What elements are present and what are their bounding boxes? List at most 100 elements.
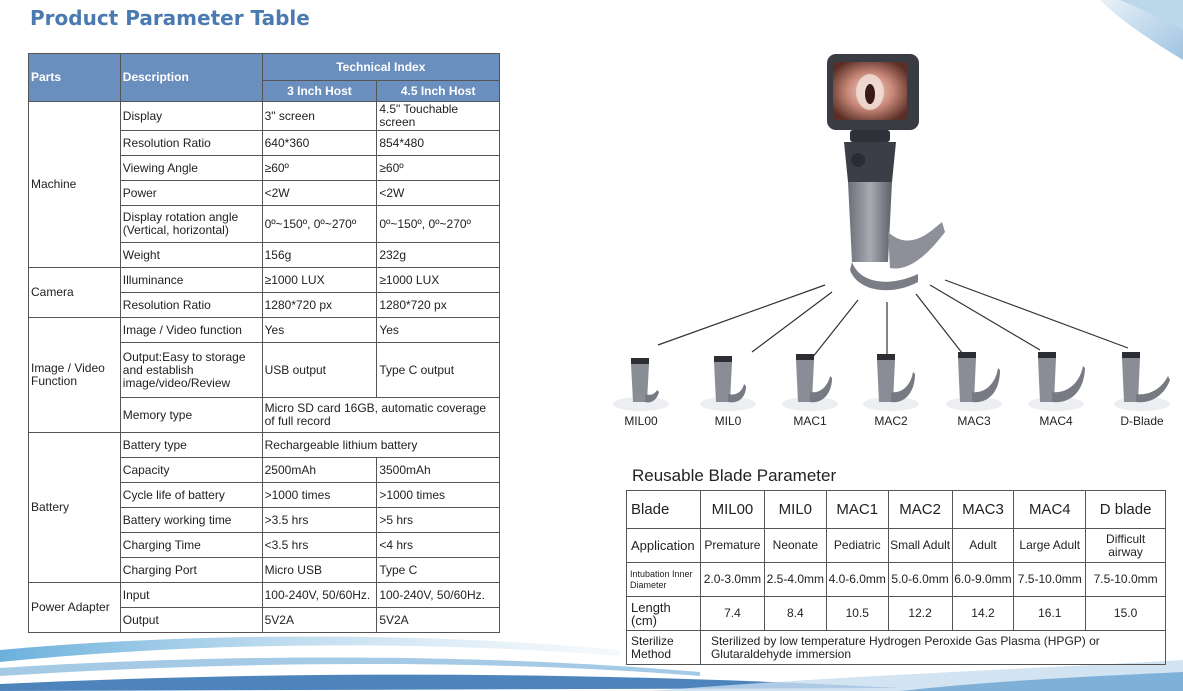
row-value-3in: 100-240V, 50/60Hz. (261, 582, 378, 608)
row-value-3in: >3.5 hrs (261, 507, 378, 533)
blade-item: MIL00 (610, 350, 672, 428)
diameter-value: 2.5-4.0mm (763, 562, 827, 597)
length-value: 7.4 (699, 596, 765, 631)
row-value-3in: 3" screen (261, 101, 378, 131)
row-desc: Output (119, 607, 263, 633)
row-desc: Output:Easy to storage and establish ima… (119, 342, 263, 398)
row-value-45in: Yes (376, 317, 500, 343)
sterilize-label: Sterilize Method (626, 630, 701, 665)
row-value-45in: Type C output (376, 342, 500, 398)
blade-name: D blade (1085, 490, 1166, 529)
video-laryngoscope-image (827, 54, 945, 291)
blade-label: MIL0 (714, 414, 742, 428)
diameter-label: Intubation Inner Diameter (626, 562, 701, 597)
group-camera: Camera (28, 267, 121, 318)
diameter-value: 2.0-3.0mm (699, 562, 765, 597)
row-value-3in: Yes (261, 317, 378, 343)
row-value-3in: 2500mAh (261, 457, 378, 483)
length-value: 14.2 (951, 596, 1015, 631)
row-desc: Viewing Angle (119, 155, 263, 181)
blade-row: MIL00 MIL0 MAC1 MAC2 (606, 350, 1176, 435)
row-value-45in: 854*480 (376, 130, 500, 156)
row-value-3in: <2W (261, 180, 378, 206)
row-desc: Charging Port (119, 557, 263, 583)
diameter-value: 4.0-6.0mm (825, 562, 889, 597)
blade-item: MAC3 (943, 350, 1005, 428)
length-label: Length (cm) (626, 596, 701, 631)
row-value-45in: 4.5" Touchable screen (376, 101, 500, 131)
length-value: 15.0 (1085, 596, 1166, 631)
row-value-45in: 0º~150º, 0º~270º (376, 205, 500, 243)
header-parts: Parts (28, 53, 121, 102)
row-desc: Image / Video function (119, 317, 263, 343)
row-value-3in: Micro USB (261, 557, 378, 583)
row-value-3in: 0º~150º, 0º~270º (261, 205, 378, 243)
group-machine: Machine (28, 101, 121, 268)
connector-lines (657, 279, 1129, 359)
row-value-3in: ≥1000 LUX (261, 267, 378, 293)
row-desc: Battery working time (119, 507, 263, 533)
row-value-45in: 232g (376, 242, 500, 268)
group-battery: Battery (28, 432, 121, 583)
row-value-45in: <2W (376, 180, 500, 206)
sterilize-value: Sterilized by low temperature Hydrogen P… (699, 630, 1167, 665)
length-value: 16.1 (1013, 596, 1087, 631)
blade-name: MIL0 (763, 490, 827, 529)
blade-label: MAC2 (874, 414, 908, 428)
row-value-45in: 3500mAh (376, 457, 500, 483)
header-technical-index: Technical Index (261, 53, 501, 81)
length-value: 10.5 (825, 596, 889, 631)
row-desc: Memory type (119, 397, 263, 433)
blade-name: MAC3 (951, 490, 1015, 529)
row-desc: Illuminance (119, 267, 263, 293)
blade-icon (700, 356, 756, 411)
row-desc: Display (119, 101, 263, 131)
header-3-inch-host: 3 Inch Host (261, 80, 378, 102)
row-value-45in: 1280*720 px (376, 292, 500, 318)
blade-name: MIL00 (699, 490, 765, 529)
row-value-3in: USB output (261, 342, 378, 398)
blade-label: MAC1 (793, 414, 827, 428)
diameter-value: 7.5-10.0mm (1013, 562, 1087, 597)
diameter-value: 7.5-10.0mm (1085, 562, 1166, 597)
diameter-value: 6.0-9.0mm (951, 562, 1015, 597)
row-value-45in: 100-240V, 50/60Hz. (376, 582, 500, 608)
row-desc: Resolution Ratio (119, 292, 263, 318)
blade-name: MAC4 (1013, 490, 1087, 529)
product-parameter-table: Parts Description Technical Index 3 Inch… (28, 53, 501, 633)
blade-icon (613, 358, 669, 411)
blade-name: MAC2 (887, 490, 953, 529)
row-desc: Charging Time (119, 532, 263, 558)
application-value: Small Adult (887, 528, 953, 563)
row-value-3in: 5V2A (261, 607, 378, 633)
header-45-inch-host: 4.5 Inch Host (376, 80, 500, 102)
application-value: Adult (951, 528, 1015, 563)
blade-icon (1114, 352, 1170, 411)
reusable-blade-title: Reusable Blade Parameter (632, 466, 837, 485)
row-desc: Weight (119, 242, 263, 268)
row-value-45in: 5V2A (376, 607, 500, 633)
blade-item: MAC4 (1025, 350, 1087, 428)
row-value-45in: Type C (376, 557, 500, 583)
blade-label: MAC3 (957, 414, 991, 428)
blade-name: MAC1 (825, 490, 889, 529)
row-value-3in: 640*360 (261, 130, 378, 156)
reusable-blade-table: Blade MIL00 MIL0 MAC1 MAC2 MAC3 MAC4 D b… (626, 490, 1167, 665)
row-desc: Cycle life of battery (119, 482, 263, 508)
row-value-45in: ≥60º (376, 155, 500, 181)
length-value: 12.2 (887, 596, 953, 631)
group-power-adapter: Power Adapter (28, 582, 121, 633)
row-value-3in: >1000 times (261, 482, 378, 508)
row-value-merged: Rechargeable lithium battery (261, 432, 501, 458)
application-value: Difficult airway (1085, 528, 1166, 563)
application-value: Premature (699, 528, 765, 563)
blade-icon (1028, 352, 1085, 411)
row-value-45in: >1000 times (376, 482, 500, 508)
application-value: Neonate (763, 528, 827, 563)
row-desc: Resolution Ratio (119, 130, 263, 156)
blade-header: Blade (626, 490, 701, 529)
row-value-45in: <4 hrs (376, 532, 500, 558)
application-label: Application (626, 528, 701, 563)
row-desc: Input (119, 582, 263, 608)
row-value-45in: >5 hrs (376, 507, 500, 533)
